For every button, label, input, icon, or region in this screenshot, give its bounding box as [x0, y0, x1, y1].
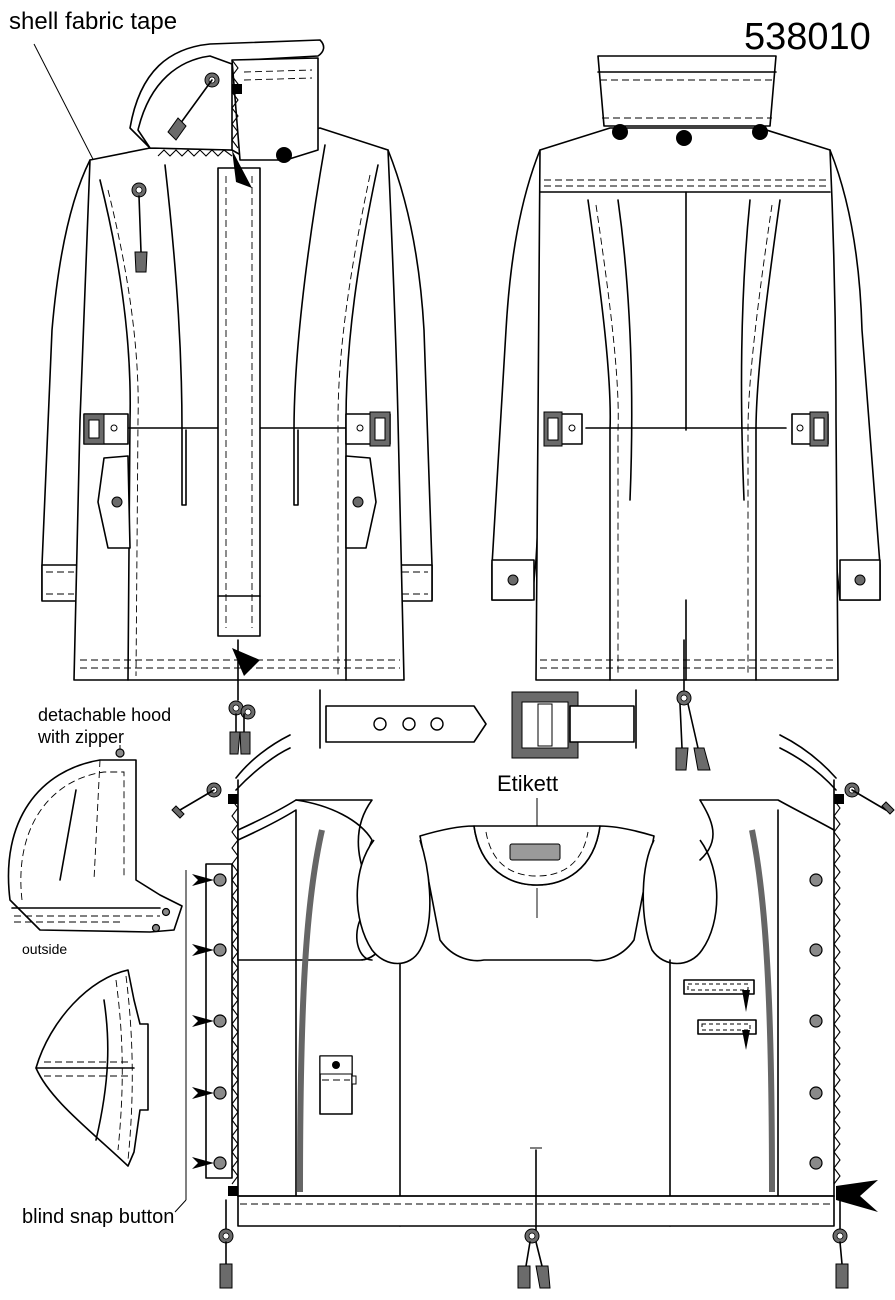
- shell-fabric-tape-label: shell fabric tape: [9, 8, 177, 35]
- jacket-back-view: [491, 55, 881, 771]
- detachable-hood-side-view: [7, 759, 183, 933]
- jacket-inside-view: [171, 734, 895, 1289]
- front-right-cuff: [397, 564, 433, 602]
- etikett-label: Etikett: [497, 771, 558, 796]
- front-collar-lapel: [137, 55, 233, 151]
- detachable-hood-front-view: [35, 969, 149, 1167]
- etikett-label-patch: [509, 843, 561, 861]
- jacket-front-view: [41, 39, 433, 755]
- belt-detail: [319, 689, 637, 759]
- outside-label: outside: [22, 941, 67, 957]
- style-number: 538010: [744, 16, 871, 58]
- back-collar: [597, 55, 777, 127]
- front-collar-stand: [231, 57, 319, 161]
- blind-snap-leader: [174, 870, 187, 1213]
- detachable-hood-label-line2: with zipper: [37, 727, 124, 747]
- blind-snap-button-label: blind snap button: [22, 1206, 174, 1228]
- detachable-hood-label-line1: detachable hood: [38, 705, 171, 725]
- front-left-cuff: [41, 564, 79, 602]
- back-body: [535, 127, 839, 681]
- front-zip-placket: [217, 167, 261, 637]
- hood-leader: [115, 745, 125, 758]
